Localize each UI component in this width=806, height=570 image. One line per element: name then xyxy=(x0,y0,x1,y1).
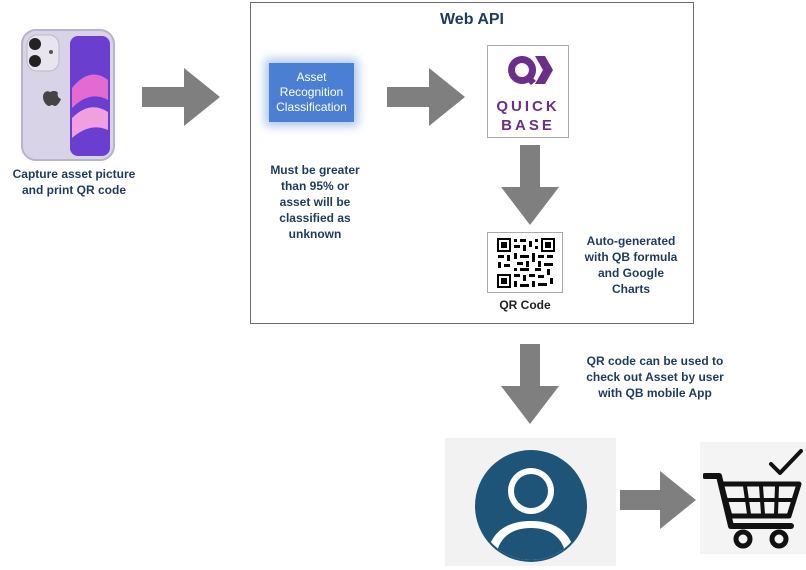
checkmark-icon xyxy=(768,448,804,483)
threshold-note-line: asset will be xyxy=(279,195,351,209)
quickbase-word-quick: QUICK xyxy=(496,98,560,115)
checkout-note: QR code can be used to check out Asset b… xyxy=(580,353,730,401)
qr-code-label: QR Code xyxy=(499,298,551,312)
auto-generated-line: with QB formula xyxy=(584,250,678,264)
arrow-down-icon xyxy=(499,145,561,232)
user-icon xyxy=(472,447,590,570)
web-api-container: Web API xyxy=(250,2,694,324)
arrow-right-icon xyxy=(142,66,222,133)
checkout-note-line: check out Asset by user xyxy=(586,370,724,384)
auto-generated-line: Charts xyxy=(611,282,650,296)
arrow-right-icon xyxy=(387,66,467,133)
threshold-note-line: than 95% or xyxy=(280,179,349,193)
asset-box-line: Recognition xyxy=(279,85,344,99)
phone-caption: Capture asset picture and print QR code xyxy=(4,166,144,198)
phone-caption-line: and print QR code xyxy=(21,183,126,197)
auto-generated-line: and Google xyxy=(598,266,664,280)
auto-generated-note: Auto-generated with QB formula and Googl… xyxy=(576,233,686,297)
threshold-note: Must be greater than 95% or asset will b… xyxy=(256,162,374,242)
phone-caption-line: Capture asset picture xyxy=(12,167,136,181)
arrow-down-icon xyxy=(499,344,561,431)
web-api-title: Web API xyxy=(439,11,504,28)
smartphone-icon xyxy=(20,28,116,162)
threshold-note-line: unknown xyxy=(288,227,342,241)
quickbase-logo-icon: QUICK BASE xyxy=(487,45,569,138)
threshold-note-line: classified as xyxy=(279,211,351,225)
qr-code-icon xyxy=(487,232,563,293)
threshold-note-line: Must be greater xyxy=(270,163,360,177)
arrow-right-icon xyxy=(620,469,698,536)
asset-box-line: Classification xyxy=(276,100,347,114)
auto-generated-line: Auto-generated xyxy=(586,234,676,248)
asset-box-line: Asset xyxy=(296,70,327,84)
quickbase-word-base: BASE xyxy=(501,117,555,134)
shopping-cart-icon xyxy=(702,450,803,555)
checkout-note-line: with QB mobile App xyxy=(598,386,712,400)
asset-recognition-box: Asset Recognition Classification xyxy=(269,63,354,122)
checkout-note-line: QR code can be used to xyxy=(586,354,724,368)
